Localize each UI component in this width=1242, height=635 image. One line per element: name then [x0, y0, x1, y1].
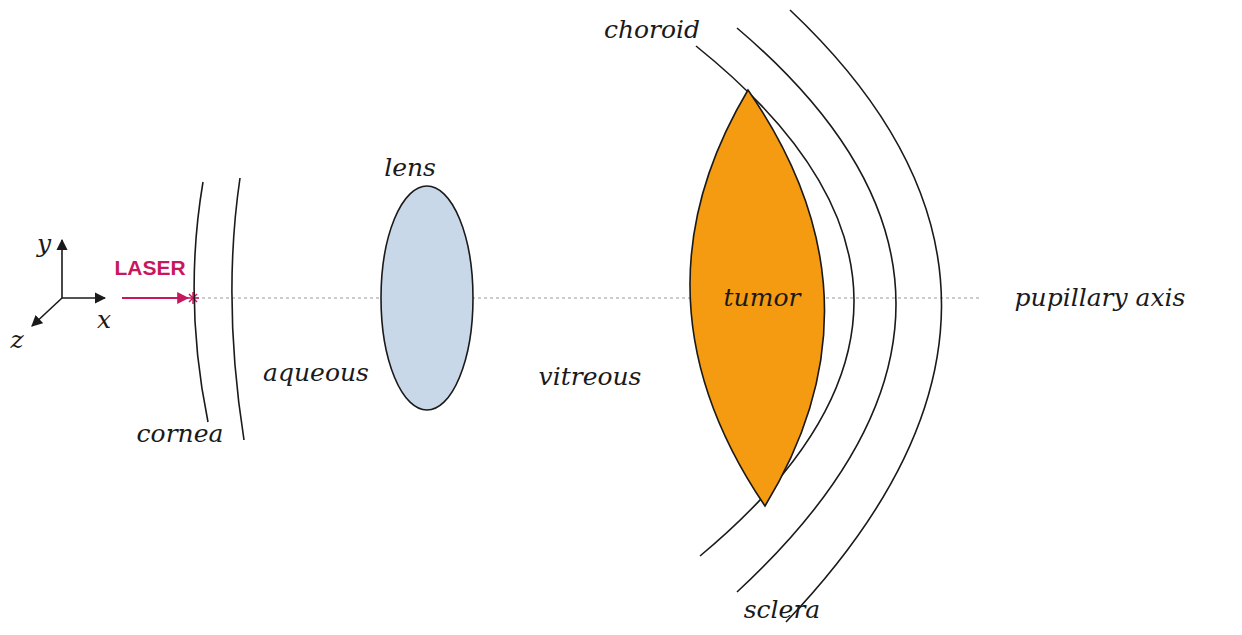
part-name: lens	[384, 154, 436, 182]
axis-name: pupillary axis	[1015, 284, 1186, 312]
lens-outline	[381, 186, 473, 410]
part-name: cornea	[137, 420, 224, 448]
axis-label: y	[37, 230, 51, 258]
laser-beam	[122, 297, 188, 299]
tumor-shape: tumor	[672, 88, 856, 508]
part-name: tumor	[724, 284, 801, 312]
lens-shape: lens	[380, 150, 474, 412]
part-name: vitreous	[539, 363, 642, 391]
part-name: sclera	[744, 596, 820, 624]
laser-label: LASER	[114, 256, 185, 279]
pupillary-axis-line	[196, 298, 980, 299]
axis-label: x	[97, 306, 111, 334]
part-name: choroid	[604, 16, 700, 44]
cornea-outline	[194, 178, 244, 440]
laser-spot	[187, 292, 199, 304]
tumor-outline	[690, 90, 825, 506]
axis-label: z	[10, 326, 23, 354]
part-name: aqueous	[263, 359, 369, 387]
node-outline	[380, 150, 474, 412]
